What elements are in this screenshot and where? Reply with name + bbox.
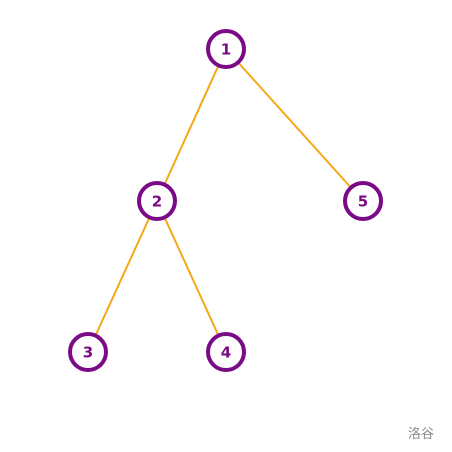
node-circle-5: [343, 181, 383, 221]
node-circle-3: [68, 332, 108, 372]
node-circle-2: [137, 181, 177, 221]
edge-2-4: [156, 200, 227, 353]
node-2: 2: [137, 181, 177, 221]
node-label-5: 5: [358, 193, 368, 211]
node-label-2: 2: [152, 193, 162, 211]
node-label-3: 3: [83, 344, 93, 362]
node-label-4: 4: [221, 344, 231, 362]
node-label-1: 1: [221, 41, 231, 59]
node-3: 3: [68, 332, 108, 372]
watermark-text: 洛谷: [408, 427, 435, 442]
edge-1-2: [156, 48, 227, 202]
edge-2-3: [87, 200, 158, 353]
node-1: 1: [206, 29, 246, 69]
edge-1-5: [225, 48, 364, 202]
nodes-layer: 1 2 5 3 4: [68, 29, 383, 372]
node-circle-4: [206, 332, 246, 372]
node-5: 5: [343, 181, 383, 221]
edges-layer: [87, 48, 364, 353]
node-circle-1: [206, 29, 246, 69]
node-4: 4: [206, 332, 246, 372]
